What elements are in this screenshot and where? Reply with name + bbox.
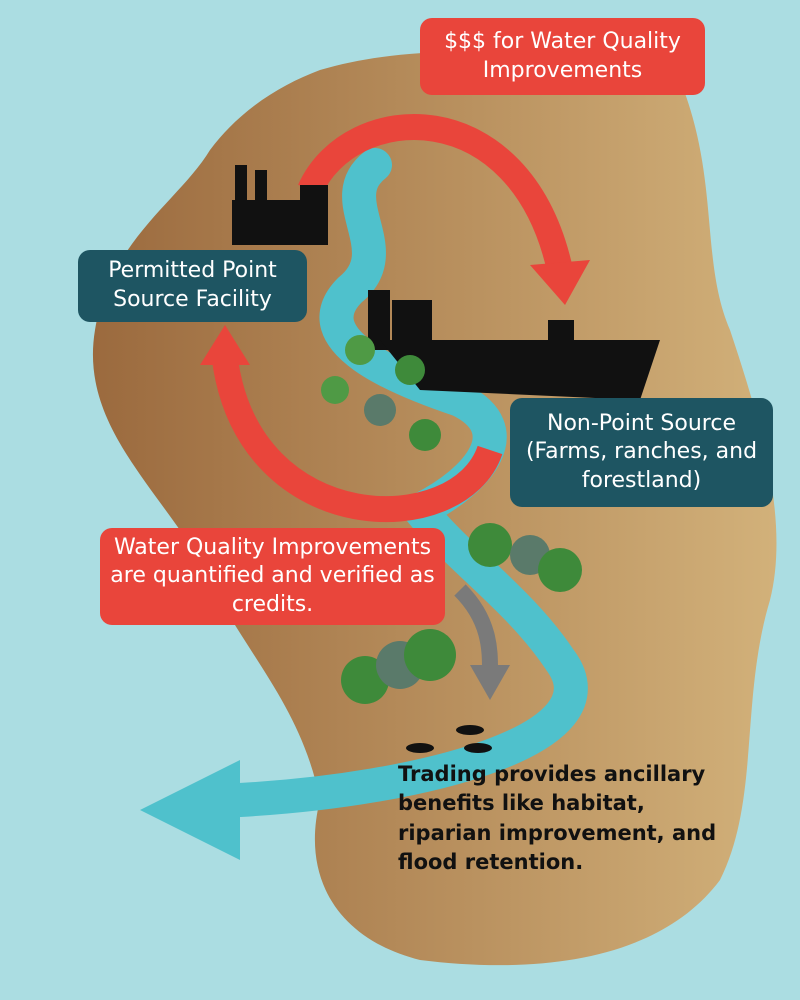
funding-arrowhead <box>530 260 590 305</box>
funding-arrow <box>298 114 573 273</box>
credit-arrow <box>212 358 503 522</box>
river-arrowhead <box>140 760 240 860</box>
credits-label: Water Quality Improvements are quantifie… <box>100 528 445 625</box>
factory-icon <box>232 165 328 245</box>
non-point-source-label: Non-Point Source (Farms, ranches, and fo… <box>510 398 773 507</box>
flow-arrowhead <box>470 665 510 700</box>
benefits-note: Trading provides ancillary benefits like… <box>398 762 717 875</box>
farm-icon <box>368 290 660 400</box>
credit-arrowhead <box>200 325 250 365</box>
trees-icon <box>321 335 582 704</box>
point-source-label: Permitted Point Source Facility <box>78 250 307 322</box>
fish-icon <box>406 725 492 753</box>
funding-label: $$$ for Water Quality Improvements <box>420 18 705 95</box>
flow-arrow <box>454 584 498 671</box>
